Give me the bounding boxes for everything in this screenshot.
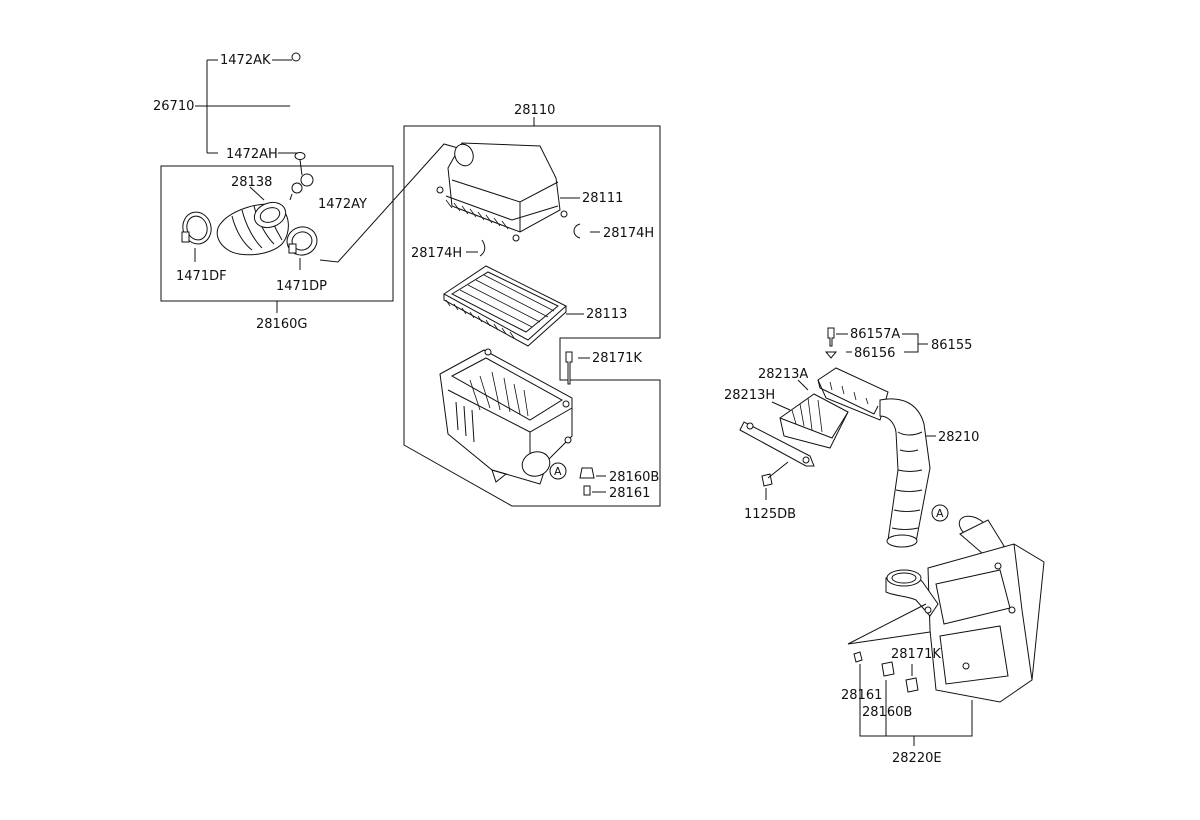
label-28161-top: 28161	[609, 486, 650, 501]
label-26710: 26710	[153, 99, 194, 114]
clip-28174H-right	[573, 223, 581, 239]
label-1472AK: 1472AK	[220, 53, 271, 68]
label-28171K-top: 28171K	[592, 351, 642, 366]
label-86155: 86155	[931, 338, 972, 353]
label-28213A: 28213A	[758, 367, 808, 382]
reference-circle-A-right	[931, 504, 949, 522]
label-1125DB: 1125DB	[744, 507, 796, 522]
label-28161-bottom: 28161	[841, 688, 882, 703]
label-28171K-bottom: 28171K	[891, 647, 941, 662]
ref-A-right: A	[936, 507, 944, 520]
label-1472AH: 1472AH	[226, 147, 278, 162]
label-28110: 28110	[514, 103, 555, 118]
label-86157A: 86157A	[850, 327, 900, 342]
clamp-1472AK	[291, 52, 301, 62]
label-28160B-bottom: 28160B	[862, 705, 912, 720]
label-28210: 28210	[938, 430, 979, 445]
air-duct-28210	[817, 367, 936, 548]
bracket-28213	[739, 379, 849, 500]
breather-hose-assembly	[195, 52, 327, 201]
intake-duct-assembly	[181, 186, 318, 270]
air-filter-element	[443, 265, 584, 347]
label-28111: 28111	[582, 191, 623, 206]
label-1472AY: 1472AY	[318, 197, 367, 212]
label-28213H: 28213H	[724, 388, 775, 403]
air-cleaner-lower-case	[439, 348, 573, 485]
label-28113: 28113	[586, 307, 627, 322]
label-28138: 28138	[231, 175, 272, 190]
label-28174H-left: 28174H	[411, 246, 462, 261]
label-28160B-top: 28160B	[609, 470, 659, 485]
clip-28174H-left	[479, 239, 486, 257]
label-1471DP: 1471DP	[276, 279, 327, 294]
reference-circle-A-top	[549, 462, 567, 480]
label-86156: 86156	[854, 346, 895, 361]
clamp-1472AH	[294, 152, 306, 160]
label-28174H-right: 28174H	[603, 226, 654, 241]
frame-28110	[403, 125, 661, 507]
label-28220E: 28220E	[892, 751, 942, 766]
label-28160G: 28160G	[256, 317, 307, 332]
resonator-28220E	[885, 504, 1045, 703]
air-cleaner-cover	[436, 142, 580, 242]
ref-A-top: A	[554, 465, 562, 478]
label-1471DF: 1471DF	[176, 269, 227, 284]
